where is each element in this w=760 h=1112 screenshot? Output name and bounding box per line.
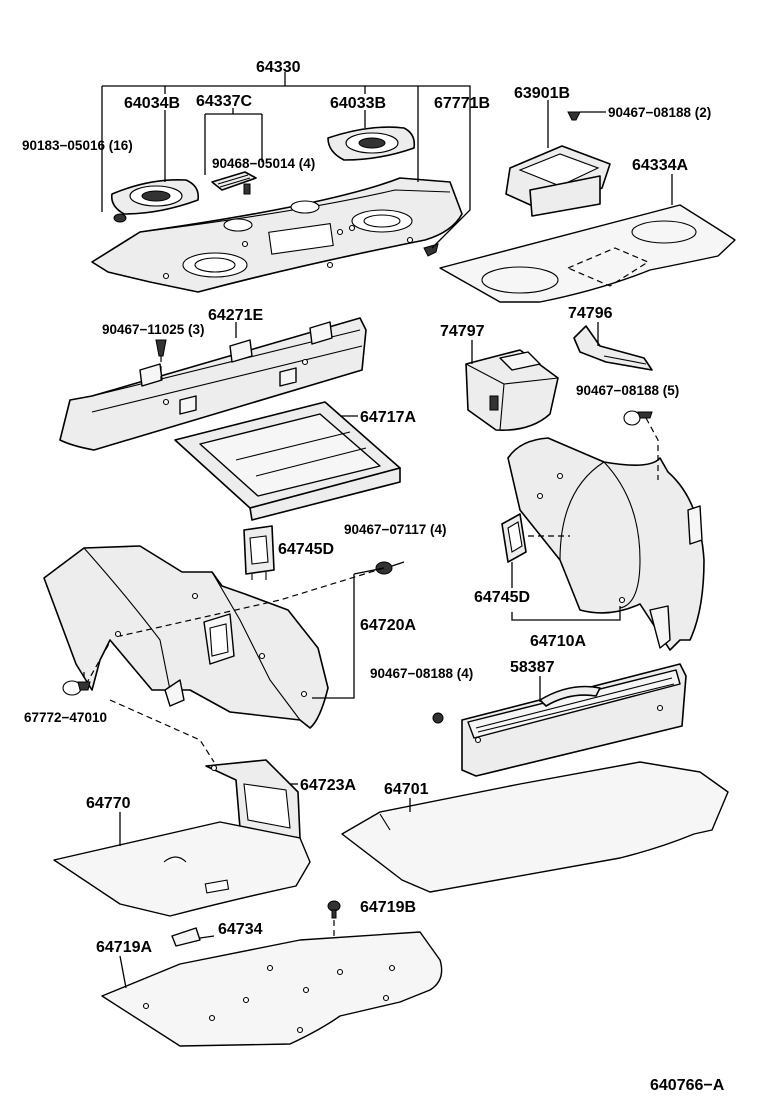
lead-64720a xyxy=(312,574,355,699)
label-64745d-left: 64745D xyxy=(278,541,334,558)
side-trim-left-64720a[interactable] xyxy=(43,545,329,729)
panel-64745d-left[interactable] xyxy=(243,525,275,580)
label-64745d-right: 64745D xyxy=(474,589,530,606)
tray-64717a[interactable] xyxy=(174,401,401,521)
label-64701: 64701 xyxy=(384,781,429,798)
floor-mat-64770[interactable] xyxy=(53,821,311,917)
dash-left-bracket xyxy=(109,699,215,763)
bracket-64271e[interactable] xyxy=(59,317,367,451)
label-67772-47010: 67772−47010 xyxy=(24,710,107,725)
lead-64719a xyxy=(119,955,127,989)
label-90467-08188-4: 90467−08188 (4) xyxy=(370,666,473,681)
shelf-board-64334a[interactable] xyxy=(439,204,736,303)
label-64719a: 64719A xyxy=(96,939,152,956)
clip-90467-11025 xyxy=(155,339,167,380)
label-90467-08188-5: 90467−08188 (5) xyxy=(576,383,679,398)
screw-90467-08188-4 xyxy=(432,712,444,724)
label-64710a: 64710A xyxy=(530,633,586,650)
panel-64745d-right[interactable] xyxy=(501,513,527,563)
label-58387: 58387 xyxy=(510,659,555,676)
label-90468-05014: 90468−05014 (4) xyxy=(212,156,315,171)
bracket-64723a[interactable] xyxy=(205,759,301,839)
label-90467-08188-2: 90467−08188 (2) xyxy=(608,105,711,120)
floor-board-64719a[interactable] xyxy=(101,931,443,1047)
screw-90467-08188-5 xyxy=(623,410,653,426)
speaker-grille-64034b[interactable] xyxy=(110,178,200,215)
lead-lines-top xyxy=(101,72,471,249)
label-64770: 64770 xyxy=(86,795,131,812)
lead-64734 xyxy=(199,935,215,939)
label-64337c: 64337C xyxy=(196,93,252,110)
screw-90467-08188-top xyxy=(567,111,606,121)
label-64734: 64734 xyxy=(218,921,263,938)
label-74797: 74797 xyxy=(440,323,485,340)
label-64033b: 64033B xyxy=(330,95,386,112)
lead-64710a xyxy=(511,606,621,621)
pad-64734[interactable] xyxy=(171,927,201,947)
label-64723a: 64723A xyxy=(300,777,356,794)
speaker-grille-64033b[interactable] xyxy=(327,126,416,161)
label-64334a: 64334A xyxy=(632,157,688,174)
storage-bin-74797[interactable] xyxy=(465,349,559,431)
part-labels: 64330 64034B 64337C 64033B 67771B 63901B… xyxy=(22,59,725,1094)
screw-90468-05014 xyxy=(243,183,251,195)
trim-plate-58387[interactable] xyxy=(461,663,687,777)
label-90467-11025: 90467−11025 (3) xyxy=(102,322,204,337)
screw-90467-07117 xyxy=(375,561,405,575)
label-90467-07117: 90467−07117 (4) xyxy=(344,522,446,537)
diagram-code: 640766−A xyxy=(650,1077,725,1094)
label-64034b: 64034B xyxy=(124,95,180,112)
label-64271e: 64271E xyxy=(208,307,263,324)
clip-90183-05016 xyxy=(113,213,127,223)
cover-64337c[interactable] xyxy=(211,171,257,191)
strap-74796[interactable] xyxy=(573,325,653,371)
label-67771b: 67771B xyxy=(434,95,490,112)
dash-right-screw xyxy=(645,417,659,480)
label-90183-05016: 90183−05016 (16) xyxy=(22,138,133,153)
label-64330: 64330 xyxy=(256,59,301,76)
clip-67772-47010 xyxy=(62,680,91,696)
clip-67771b xyxy=(423,243,439,257)
label-64719b: 64719B xyxy=(360,899,416,916)
side-trim-right-64710a[interactable] xyxy=(507,437,705,651)
label-64720a: 64720A xyxy=(360,617,416,634)
label-64717a: 64717A xyxy=(360,409,416,426)
package-tray-trim-64330[interactable] xyxy=(91,177,463,293)
trunk-mat-64701[interactable] xyxy=(341,761,729,893)
label-63901b: 63901B xyxy=(514,85,570,102)
clip-64719b[interactable] xyxy=(327,900,341,948)
speaker-box-63901b[interactable] xyxy=(505,145,611,217)
label-74796: 74796 xyxy=(568,305,613,322)
